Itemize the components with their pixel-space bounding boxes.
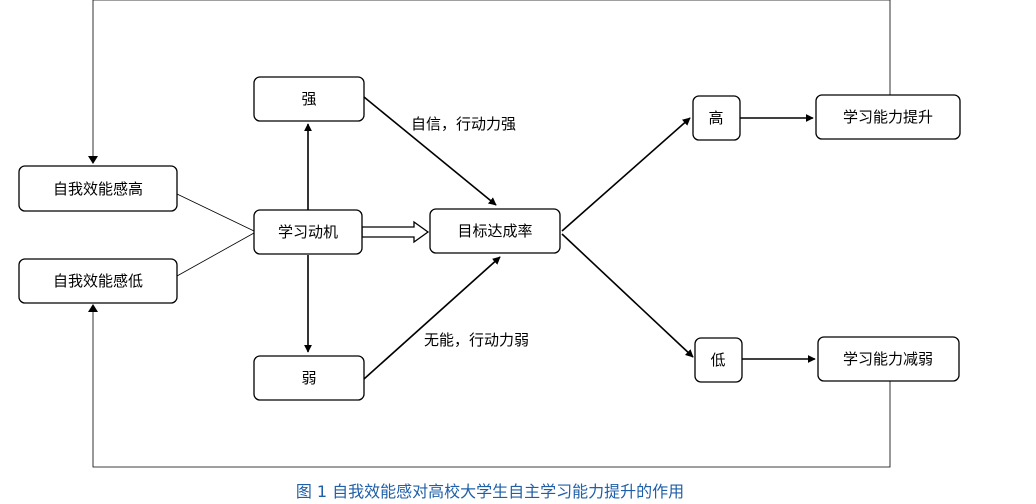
- svg-text:目标达成率: 目标达成率: [457, 222, 532, 240]
- node-self-efficacy-low: 自我效能感低: [18, 258, 178, 304]
- hollow-arrow-motivation-goal: [361, 220, 430, 244]
- svg-text:学习能力提升: 学习能力提升: [843, 108, 933, 126]
- node-ability-down: 学习能力减弱: [817, 336, 960, 382]
- node-motivation: 学习动机: [253, 209, 363, 255]
- edge-goal-low: [561, 233, 694, 358]
- svg-text:自我效能感低: 自我效能感低: [53, 272, 143, 290]
- node-strong: 强: [253, 76, 365, 122]
- svg-text:强: 强: [301, 90, 316, 108]
- svg-text:学习能力减弱: 学习能力减弱: [843, 350, 933, 368]
- svg-text:高: 高: [708, 109, 723, 127]
- edge-goal-high: [561, 117, 691, 232]
- connector-low-efficacy: [176, 232, 255, 277]
- node-high: 高: [692, 95, 741, 141]
- feedback-loop-top: [92, 0, 891, 160]
- feedback-loop-bottom: [92, 308, 891, 468]
- feedback-arrow-top-head: [88, 156, 98, 164]
- connector-high-efficacy: [176, 193, 255, 232]
- node-low: 低: [694, 337, 743, 383]
- node-weak: 弱: [253, 355, 365, 401]
- svg-text:低: 低: [710, 351, 725, 369]
- edge-weak-goal: [363, 256, 501, 380]
- edge-label-incapable: 无能，行动力弱: [424, 331, 529, 349]
- feedback-arrow-bottom-head: [88, 304, 98, 312]
- svg-text:弱: 弱: [301, 369, 316, 387]
- edge-strong-goal: [363, 96, 497, 206]
- node-ability-up: 学习能力提升: [815, 94, 961, 140]
- node-goal-rate: 目标达成率: [429, 208, 561, 254]
- svg-text:自我效能感高: 自我效能感高: [53, 180, 143, 198]
- figure-caption: 图 1 自我效能感对高校大学生自主学习能力提升的作用: [295, 482, 685, 501]
- svg-text:学习动机: 学习动机: [278, 223, 338, 241]
- edge-label-confident: 自信，行动力强: [411, 115, 516, 133]
- node-self-efficacy-high: 自我效能感高: [18, 165, 178, 212]
